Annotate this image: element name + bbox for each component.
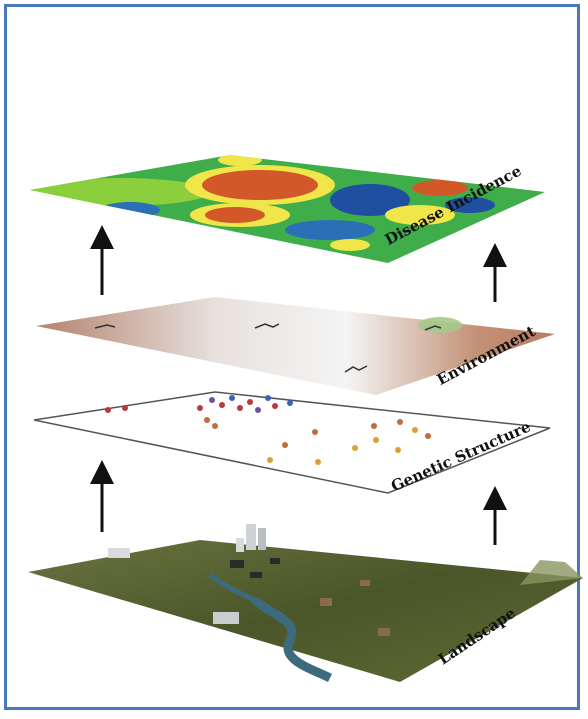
environment-layer [36,297,555,395]
disease-incidence-layer [30,155,545,263]
city-buildings [108,524,390,636]
sample-points [105,395,431,465]
genetic-structure-layer [33,391,551,494]
river [251,596,333,683]
landscape-layer [28,524,583,683]
